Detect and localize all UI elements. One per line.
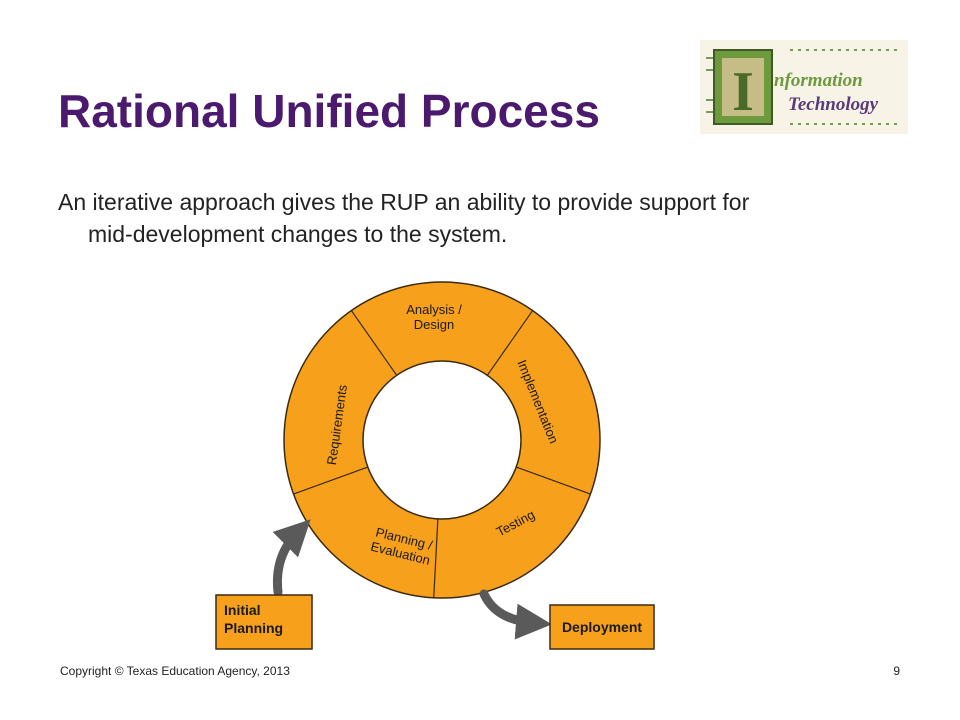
body-line-2: mid-development changes to the system. [88, 221, 508, 247]
arrow-cycle-to-deployment-icon [479, 589, 552, 640]
segment-divider [433, 518, 439, 598]
initial-box-line-2: Planning [224, 620, 283, 636]
cycle-ring [283, 281, 601, 599]
deployment-box: Deployment [549, 604, 655, 650]
body-line-1: An iterative approach gives the RUP an a… [58, 189, 750, 215]
segment-divider [293, 466, 368, 495]
segment-label-line: Analysis / [406, 302, 462, 317]
logo-word-information: nformation [774, 70, 863, 91]
segment-label-analysis: Analysis /Design [406, 302, 462, 332]
ring-body [283, 281, 601, 599]
initial-planning-box: Initial Planning [215, 594, 313, 650]
segment-divider [486, 310, 534, 376]
footer-copyright: Copyright © Texas Education Agency, 2013 [60, 664, 290, 678]
arrow-initial-to-cycle-icon [272, 519, 311, 597]
logo-square-inner [722, 58, 764, 116]
initial-box-line-1: Initial [224, 602, 261, 618]
segment-divider [350, 310, 398, 376]
deployment-box-label: Deployment [562, 619, 642, 635]
rup-cycle-diagram: Analysis /DesignImplementationTestingPla… [215, 281, 655, 650]
page-number: 9 [893, 664, 900, 678]
slide-title: Rational Unified Process [58, 85, 600, 137]
information-technology-logo: I nformation Technology [700, 40, 908, 134]
segment-divider [516, 466, 591, 495]
body-text: An iterative approach gives the RUP an a… [58, 186, 918, 250]
segment-label-line: Design [414, 317, 454, 332]
logo-word-technology: Technology [788, 94, 879, 115]
logo-letter-i: I [732, 61, 754, 123]
